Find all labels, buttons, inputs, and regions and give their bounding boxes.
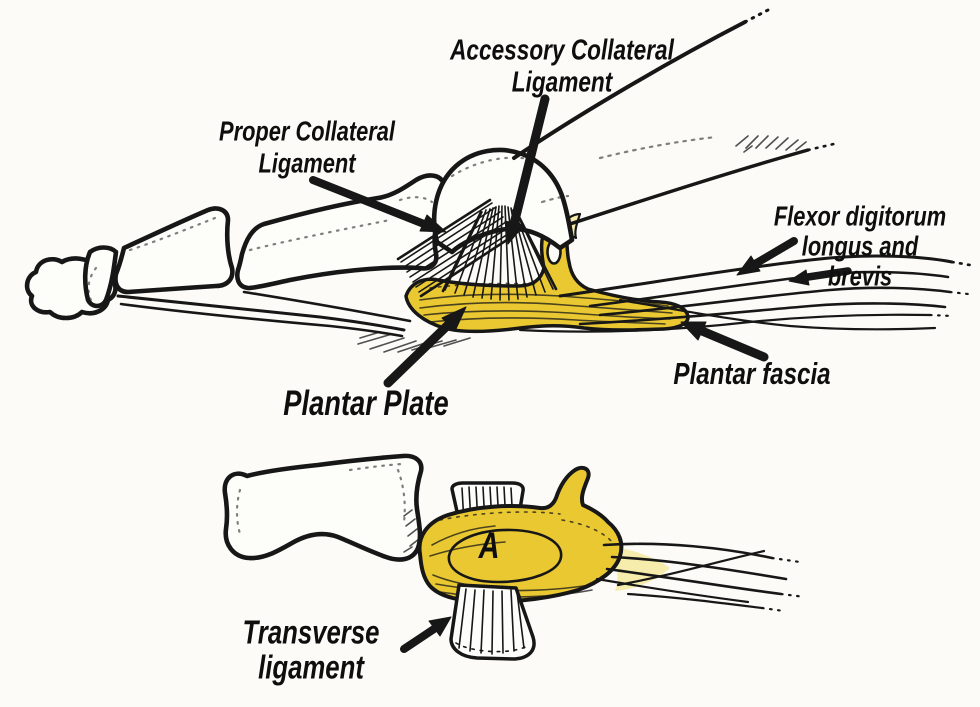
interphalangeal-wedge <box>82 245 119 309</box>
metatarsal-cut-hatching <box>735 135 807 153</box>
proper-collateral-band <box>396 198 515 298</box>
transverse-ligament-lower-band <box>449 583 536 661</box>
label-flexor-digitorum: Flexor digitorum longus and brevis <box>773 200 947 293</box>
flexor-arrow-lower <box>788 267 852 286</box>
accessory-ligament-arrow <box>504 94 550 245</box>
label-line: longus and <box>801 230 919 262</box>
label-transverse-ligament: Transverse ligament <box>242 613 380 686</box>
label-line: Transverse <box>242 613 380 651</box>
label-line: Ligament <box>511 67 613 99</box>
transverse-ligament-arrow <box>400 616 452 653</box>
label-line: Flexor digitorum <box>773 200 947 232</box>
plantar-plate-plantar-view <box>417 465 670 604</box>
phalanx-plantar-view <box>222 453 424 562</box>
label-line: Proper Collateral <box>219 115 395 147</box>
line-art-root <box>24 8 972 661</box>
plantar-fascia-arrow <box>680 321 769 362</box>
metatarsal-head <box>431 147 575 255</box>
proper-ligament-arrow <box>309 176 447 233</box>
plantar-plate-arrow <box>383 306 467 388</box>
label-line: Accessory Collateral <box>450 34 674 67</box>
annotation-arrows-top <box>309 94 852 388</box>
label-line: brevis <box>827 261 893 293</box>
label-plantar-fascia: Plantar fascia <box>673 356 831 391</box>
bone-stipple <box>87 156 536 304</box>
plate-inner-lens <box>447 528 563 584</box>
phalanx-plate-junction-hatch <box>403 509 420 553</box>
label-proper-collateral-ligament: Proper Collateral Ligament <box>219 115 395 178</box>
label-line: ligament <box>258 649 364 686</box>
bottom-diagram <box>222 453 807 661</box>
flexor-tendons-plantar-view <box>595 542 807 613</box>
top-diagram <box>24 8 972 388</box>
flexor-tendon-left-lines <box>116 290 471 353</box>
label-accessory-collateral-ligament: Accessory Collateral Ligament <box>450 35 674 100</box>
flexor-arrow-upper <box>736 237 798 276</box>
label-plantar-plate: Plantar Plate <box>283 384 449 423</box>
collateral-ligaments <box>396 198 558 301</box>
middle-phalanx <box>113 206 235 295</box>
marker-a: A <box>478 525 500 566</box>
label-line: Ligament <box>258 147 356 178</box>
toe-bones <box>24 8 840 321</box>
phalanx-stipple <box>235 462 406 536</box>
